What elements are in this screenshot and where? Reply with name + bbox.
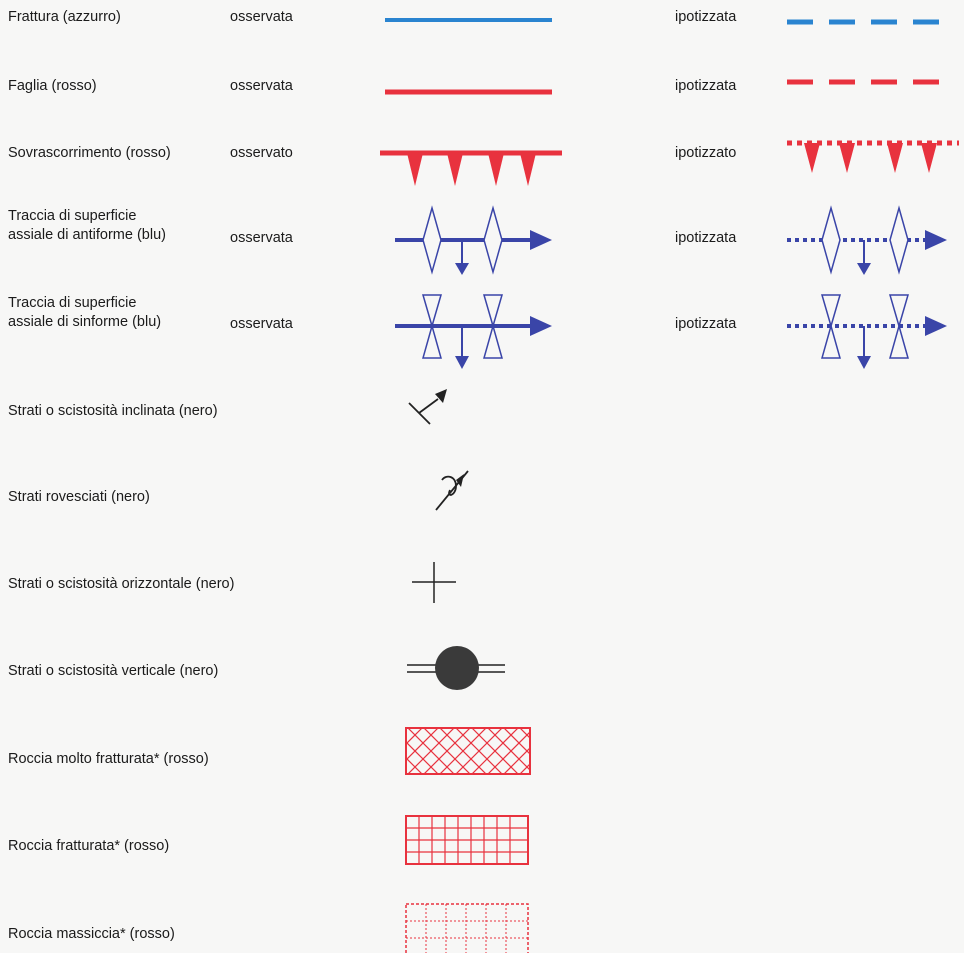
status-hypothesized-antiforme: ipotizzata xyxy=(675,230,737,246)
legend-label-orizzontale: Strati o scistosità orizzontale (nero) xyxy=(8,576,235,592)
legend-label-verticale: Strati o scistosità verticale (nero) xyxy=(8,663,219,679)
status-observed-antiforme: osservata xyxy=(230,230,293,246)
legend-label-faglia: Faglia (rosso) xyxy=(8,78,97,94)
status-observed-sinforme: osservata xyxy=(230,316,293,332)
status-hypothesized-frattura: ipotizzata xyxy=(675,9,737,25)
symbol-fratturata xyxy=(405,815,529,865)
status-hypothesized-sinforme: ipotizzata xyxy=(675,316,737,332)
symbol-faglia-hypothesized xyxy=(787,79,947,85)
status-hypothesized-faglia: ipotizzata xyxy=(675,78,737,94)
status-observed-faglia: osservata xyxy=(230,78,293,94)
legend-label-frattura: Frattura (azzurro) xyxy=(8,9,121,25)
symbol-rovesciati xyxy=(435,470,469,511)
status-hypothesized-sovrascorrimento: ipotizzato xyxy=(675,145,737,161)
symbol-sovrascorrimento-hypothesized xyxy=(787,140,959,173)
symbol-antiforme-hypothesized xyxy=(787,205,947,275)
symbol-sinforme-hypothesized xyxy=(787,294,947,369)
status-observed-frattura: osservata xyxy=(230,9,293,25)
legend-label-molto-fratturata: Roccia molto fratturata* (rosso) xyxy=(8,751,209,767)
symbol-frattura-observed xyxy=(385,18,552,22)
symbol-verticale xyxy=(407,646,505,690)
symbol-massiccia xyxy=(405,903,529,953)
symbol-frattura-hypothesized xyxy=(787,19,947,25)
legend-label-inclinata: Strati o scistosità inclinata (nero) xyxy=(8,403,218,419)
symbol-sinforme-observed xyxy=(395,294,552,369)
symbol-faglia-observed xyxy=(385,89,552,95)
status-observed-sovrascorrimento: osservato xyxy=(230,145,293,161)
symbol-inclinata xyxy=(408,389,447,425)
legend-label-rovesciati: Strati rovesciati (nero) xyxy=(8,489,150,505)
legend-label-massiccia: Roccia massiccia* (rosso) xyxy=(8,926,175,942)
symbol-orizzontale xyxy=(412,562,456,603)
symbol-molto-fratturata xyxy=(405,727,531,775)
legend-label-fratturata: Roccia fratturata* (rosso) xyxy=(8,838,170,854)
symbol-sovrascorrimento-observed xyxy=(380,150,562,186)
legend-label-sovrascorrimento: Sovrascorrimento (rosso) xyxy=(8,145,171,161)
symbol-antiforme-observed xyxy=(395,205,552,275)
